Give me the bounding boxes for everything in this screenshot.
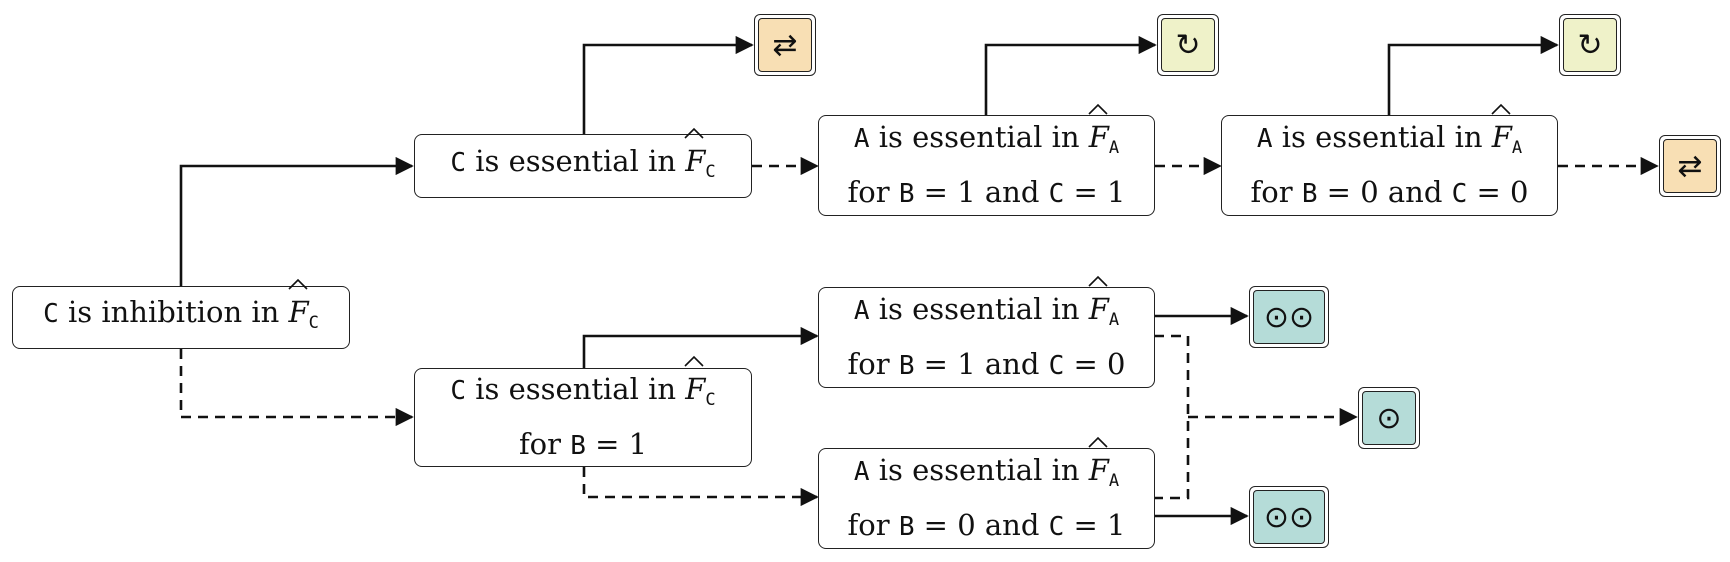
cycle-icon: ↻ [1559, 14, 1621, 76]
node-lower-a2-line2: for B = 0 and C = 1 [847, 508, 1126, 542]
edge-lowerA1-to-t6 [1154, 334, 1190, 500]
cycle-icon: ↻ [1157, 14, 1219, 76]
node-root: C is inhibition in FC [12, 278, 350, 349]
oscillation-icon: ⇄ [1659, 135, 1721, 197]
edge-upperA1-to-t2 [984, 35, 1157, 115]
node-root-line1: C is inhibition in FC [43, 278, 319, 345]
edge-root-to-lowerC [179, 349, 414, 427]
f-hat-symbol: FA [1088, 436, 1119, 503]
node-upper-a2-line2: for B = 0 and C = 0 [1250, 175, 1529, 209]
node-upper-a1: A is essential in FA for B = 1 and C = 1 [818, 103, 1155, 216]
node-lower-a2-line1: A is essential in FA [854, 436, 1119, 503]
two-fixed-points-icon: ⊙⊙ [1249, 486, 1329, 548]
node-lower-c-line1: C is essential in FC [450, 355, 716, 422]
oscillation-icon: ⇄ [754, 14, 816, 76]
edge-lowerC-to-lowerA1 [582, 326, 819, 368]
node-lower-c: C is essential in FC for B = 1 [414, 355, 752, 467]
node-lower-a1-line2: for B = 1 and C = 0 [847, 347, 1126, 381]
node-lower-a1-line1: A is essential in FA [854, 275, 1119, 342]
edge-lowerC-to-lowerA2 [582, 467, 819, 507]
node-upper-a2: A is essential in FA for B = 0 and C = 0 [1221, 103, 1558, 216]
edge-upperA2-to-t3 [1387, 35, 1559, 115]
f-hat-symbol: FC [287, 278, 319, 345]
node-upper-a1-line1: A is essential in FA [854, 103, 1119, 170]
f-hat-symbol: FA [1491, 103, 1522, 170]
edge-upperC-to-t1 [582, 35, 754, 134]
f-hat-symbol: FA [1088, 103, 1119, 170]
edge-root-to-upperC [179, 156, 414, 286]
f-hat-symbol: FC [684, 127, 716, 194]
node-lower-c-line2: for B = 1 [518, 427, 648, 461]
fixed-point-icon: ⊙ [1358, 387, 1420, 449]
two-fixed-points-icon: ⊙⊙ [1249, 286, 1329, 348]
node-upper-a1-line2: for B = 1 and C = 1 [847, 175, 1126, 209]
node-upper-c-line1: C is essential in FC [450, 127, 716, 194]
node-upper-c: C is essential in FC [414, 127, 752, 198]
node-upper-a2-line1: A is essential in FA [1257, 103, 1522, 170]
node-lower-a1: A is essential in FA for B = 1 and C = 0 [818, 275, 1155, 388]
f-hat-symbol: FA [1088, 275, 1119, 342]
node-lower-a2: A is essential in FA for B = 0 and C = 1 [818, 436, 1155, 549]
f-hat-symbol: FC [684, 355, 716, 422]
